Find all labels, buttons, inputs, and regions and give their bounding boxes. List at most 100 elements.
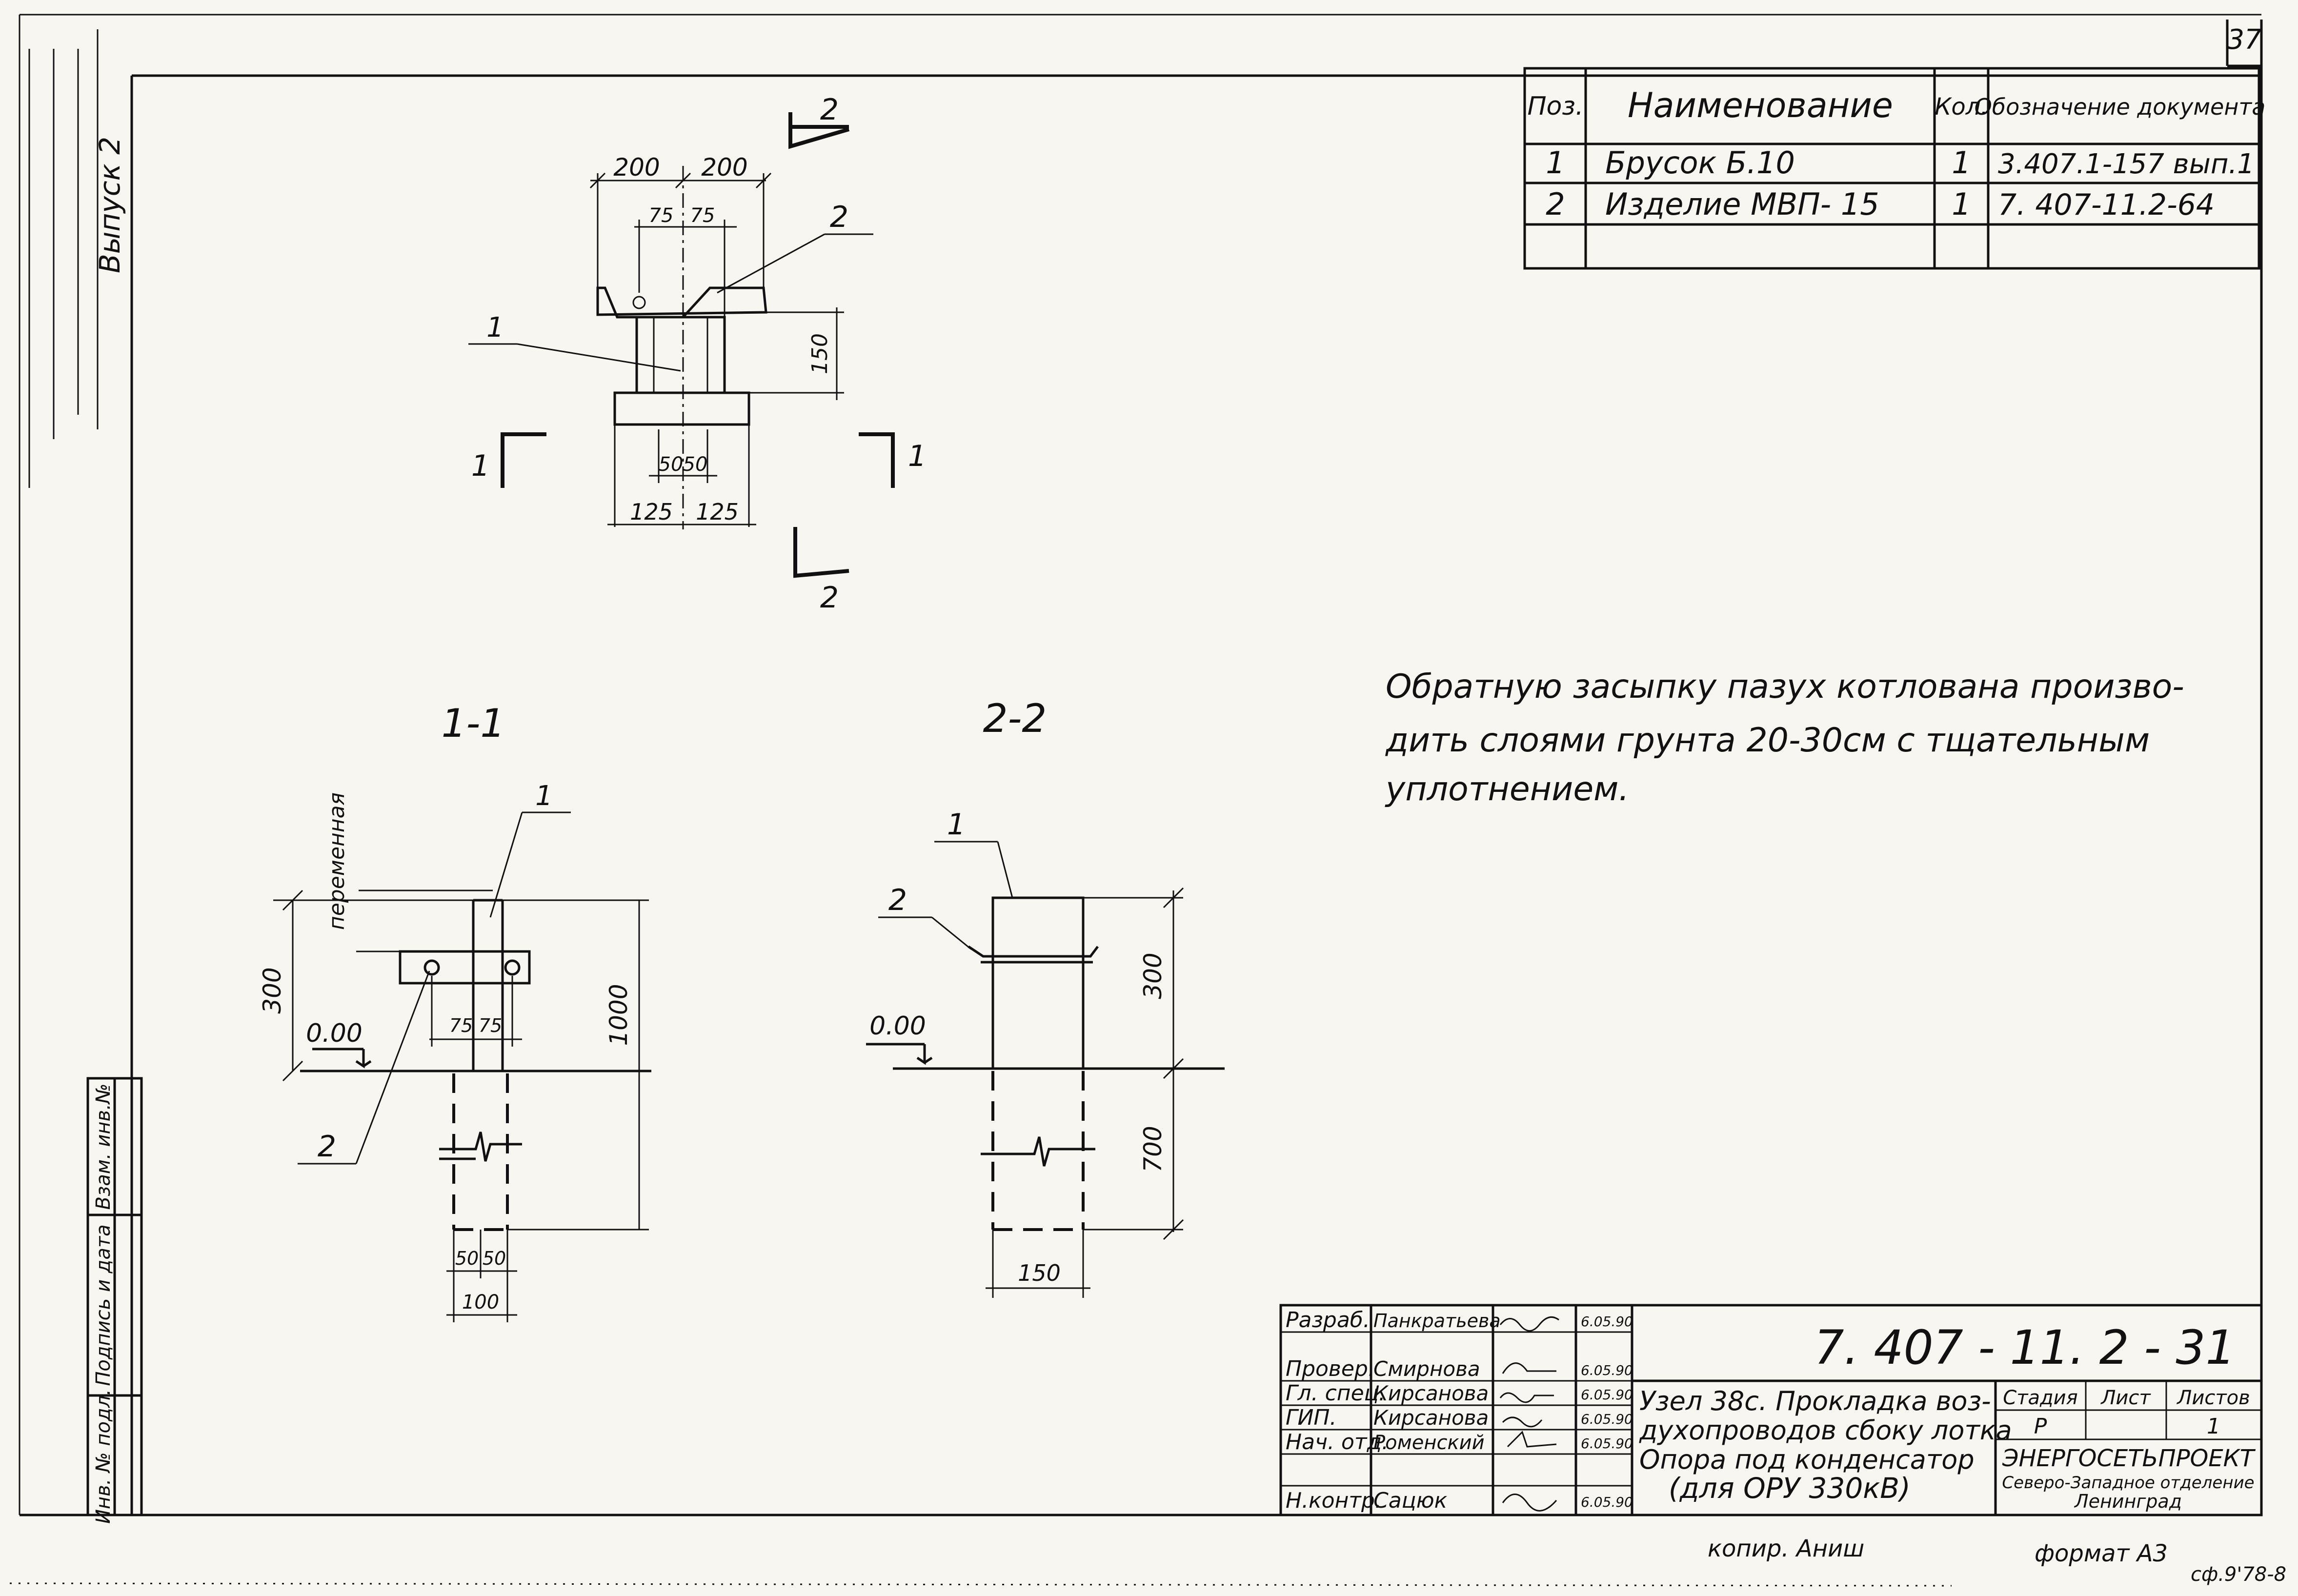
plan-dim-top-right: 200: [701, 153, 747, 182]
spec-header-qty: Кол.: [1935, 93, 1988, 121]
section-2-2-title: 2-2: [983, 696, 1047, 741]
tb-doc-number: 7. 407 - 11. 2 - 31: [1814, 1320, 2235, 1375]
left-stamp-sign-date: Подпись и дата: [92, 1224, 115, 1386]
spec-row1-doc: 3.407.1-157 вып.1: [1998, 148, 2255, 180]
section-1-1-dim-75b: 75: [479, 1015, 502, 1036]
section-1-1-leader-1: 1: [535, 780, 553, 812]
plan-leader-2: 2: [830, 200, 848, 234]
tb-date-2: 6.05.90: [1581, 1362, 1633, 1378]
left-stamp-inv-podl: Инв. № подл.: [92, 1389, 115, 1524]
tb-name-1: Панкратьева: [1373, 1310, 1501, 1332]
tb-name-4: Кирсанова: [1373, 1406, 1489, 1430]
sheet-frame: 37: [19, 14, 2263, 1516]
plan-dim-height: 150: [807, 333, 832, 374]
section-1-1-dim-75a: 75: [449, 1015, 473, 1036]
tb-role-1: Разраб.: [1286, 1308, 1370, 1333]
plan-section-mark-1-left: 1: [471, 449, 490, 483]
tb-desc-1: Узел 38с. Прокладка воз-: [1639, 1386, 1991, 1416]
plan-column: [635, 316, 726, 394]
section-2-2-column: [991, 896, 1085, 1070]
title-block: Разраб. Панкратьева 6.05.90 Провер. Смир…: [1279, 1304, 2263, 1516]
plan-bracket: [596, 286, 767, 319]
binding-margin-text: Выпуск 2: [93, 137, 126, 273]
tb-date-3: 6.05.90: [1581, 1387, 1633, 1403]
tb-date-6: 6.05.90: [1581, 1494, 1633, 1510]
tb-role-5: Нач. отд.: [1286, 1430, 1389, 1455]
note: Обратную засыпку пазух котлована произво…: [1385, 667, 2184, 808]
spec-header-name: Наименование: [1628, 85, 1893, 125]
plan-block: [613, 391, 750, 426]
tb-stage: Р: [2034, 1414, 2047, 1439]
tb-role-3: Гл. спец.: [1286, 1381, 1386, 1406]
tb-desc-2: духопроводов сбоку лотка: [1639, 1415, 2012, 1446]
tb-desc-3: Опора под конденсатор: [1639, 1444, 1975, 1475]
spec-row1-qty: 1: [1952, 145, 1971, 181]
section-1-1-plate: [399, 950, 531, 985]
binding-margin: Выпуск 2: [28, 29, 126, 488]
plan-view: 200 200 75 75 150 50 50 125 125 1 2 1 1: [468, 93, 927, 615]
section-1-1-variable-label: переменная: [324, 792, 349, 930]
signature-6: [1502, 1494, 1557, 1512]
section-1-1-dim-300: 300: [258, 967, 286, 1013]
spec-row1-pos: 1: [1546, 145, 1565, 181]
signature-1: [1499, 1316, 1559, 1332]
section-2-2-dim-150: 150: [1018, 1260, 1061, 1286]
tb-name-6: Сацюк: [1373, 1488, 1448, 1513]
copied-by: копир. Аниш: [1708, 1535, 1864, 1562]
plan-section-mark-2-top: 2: [820, 93, 839, 127]
section-2-2: 2-2 0.00 300 700 150 1 2: [866, 696, 1225, 1298]
left-stamp-vzam: Взам. инв.№: [92, 1084, 115, 1210]
tb-sheets-header: Листов: [2176, 1387, 2250, 1409]
signature-4: [1502, 1416, 1543, 1428]
bottom-annotations: копир. Аниш формат А3 сф.9'78-8: [9, 1535, 2286, 1587]
tb-desc-4: (для ОРУ 330кВ): [1669, 1472, 1911, 1505]
section-1-1-dim-50a: 50: [455, 1248, 479, 1269]
section-2-2-leader-1: 1: [947, 808, 966, 842]
section-1-1-dim-50b: 50: [483, 1248, 506, 1269]
spec-row2-name: Изделие МВП- 15: [1605, 186, 1879, 222]
plan-dim-bot-inner-left: 50: [659, 453, 684, 476]
tb-org-1: ЭНЕРГОСЕТЬПРОЕКТ: [2002, 1445, 2256, 1472]
section-2-2-dim-700: 700: [1139, 1126, 1167, 1172]
tb-sheet-header: Лист: [2100, 1387, 2151, 1409]
left-stamp: Инв. № подл. Подпись и дата Взам. инв.№: [86, 1077, 143, 1524]
plan-dim-bot-right: 125: [696, 499, 739, 525]
tb-date-1: 6.05.90: [1581, 1313, 1633, 1330]
signature-5: [1507, 1431, 1557, 1448]
spec-row2-pos: 2: [1546, 186, 1565, 222]
section-2-2-level: 0.00: [869, 1011, 926, 1041]
tb-org-3: Ленинград: [2074, 1491, 2182, 1512]
note-line-3: уплотнением.: [1385, 770, 1629, 808]
page-number: 37: [2227, 24, 2262, 56]
format-label: формат А3: [2035, 1540, 2168, 1567]
plan-dim-top-left: 200: [613, 153, 660, 182]
tb-sheets: 1: [2207, 1414, 2220, 1439]
tb-name-2: Смирнова: [1373, 1357, 1480, 1381]
spec-row2-doc: 7. 407-11.2-64: [1998, 188, 2215, 222]
tb-date-5: 6.05.90: [1581, 1435, 1633, 1452]
section-1-1-level: 0.00: [306, 1019, 363, 1048]
tb-org-2: Северо-Западное отделение: [2002, 1473, 2254, 1493]
tb-role-4: ГИП.: [1286, 1405, 1337, 1430]
tb-name-5: Роменский: [1373, 1432, 1485, 1454]
spec-row2-qty: 1: [1952, 186, 1971, 222]
section-1-1-dim-1000: 1000: [605, 984, 633, 1046]
tb-name-3: Кирсанова: [1373, 1381, 1489, 1405]
plan-leader-1: 1: [486, 312, 504, 343]
plan-dim-inner-right: 75: [690, 204, 715, 227]
signature-3: [1499, 1392, 1554, 1403]
plan-section-mark-2-bottom: 2: [820, 581, 839, 615]
section-1-1: 1-1 0.00 300 1000 переменная: [258, 701, 651, 1322]
section-1-1-title: 1-1: [442, 701, 505, 746]
plan-section-mark-1-right: 1: [908, 439, 927, 473]
plan-dim-bot-inner-right: 50: [683, 453, 708, 476]
spec-row1-name: Брусок Б.10: [1605, 145, 1795, 181]
spec-table: Поз. Наименование Кол. Обозначение докум…: [1523, 67, 2265, 270]
tb-date-4: 6.05.90: [1581, 1411, 1633, 1427]
archive-code: сф.9'78-8: [2191, 1563, 2286, 1586]
note-line-2: дить слоями грунта 20-30см с тщательным: [1385, 721, 2150, 760]
plan-dim-inner-left: 75: [649, 204, 674, 227]
signature-2: [1502, 1362, 1556, 1374]
